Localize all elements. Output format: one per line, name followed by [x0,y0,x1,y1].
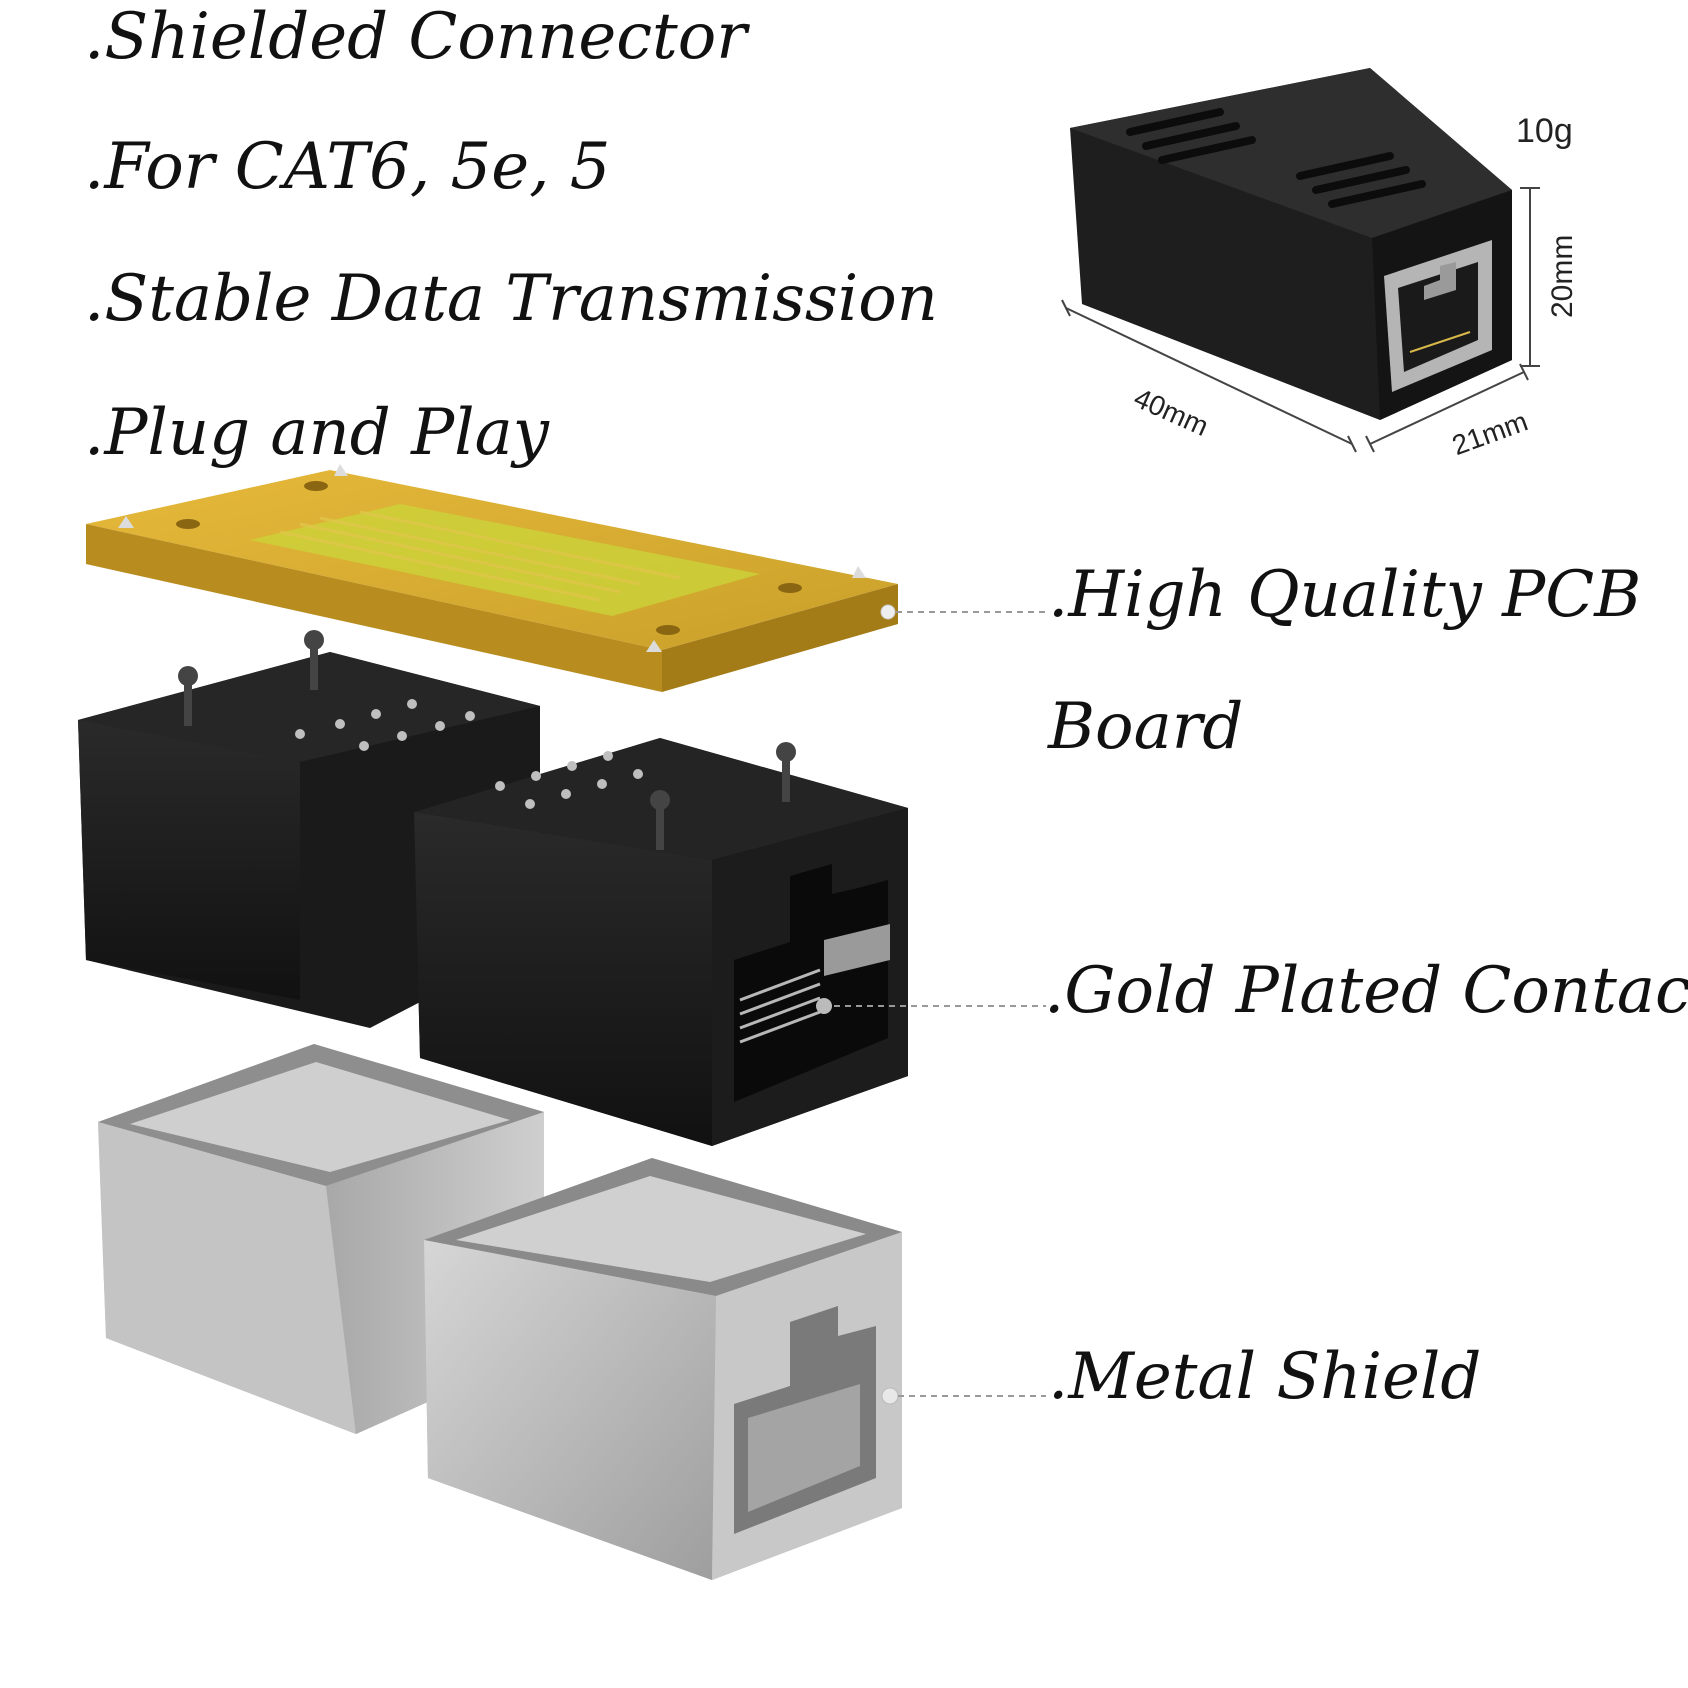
feature-shielded-connector: .Shielded Connector [84,0,747,74]
leader-lines [834,611,1046,1397]
pcb-board [86,464,898,692]
callout-pcb: .High Quality PCB [1048,558,1642,632]
metal-shield-front [424,1158,902,1580]
black-housing-back [78,630,540,1028]
weight-label: 10g [1516,112,1573,150]
callout-pcb-board: Board [1048,690,1244,764]
feature-stable-transmission: .Stable Data Transmission [84,262,938,336]
feature-cat-compat: .For CAT6, 5e, 5 [84,130,611,204]
assembled-coupler [1061,68,1540,453]
feature-plug-and-play: .Plug and Play [84,396,549,470]
callout-shield: .Metal Shield [1048,1340,1482,1414]
callout-contacts: .Gold Plated Contacts [1044,954,1688,1028]
black-housing-front [414,738,908,1146]
